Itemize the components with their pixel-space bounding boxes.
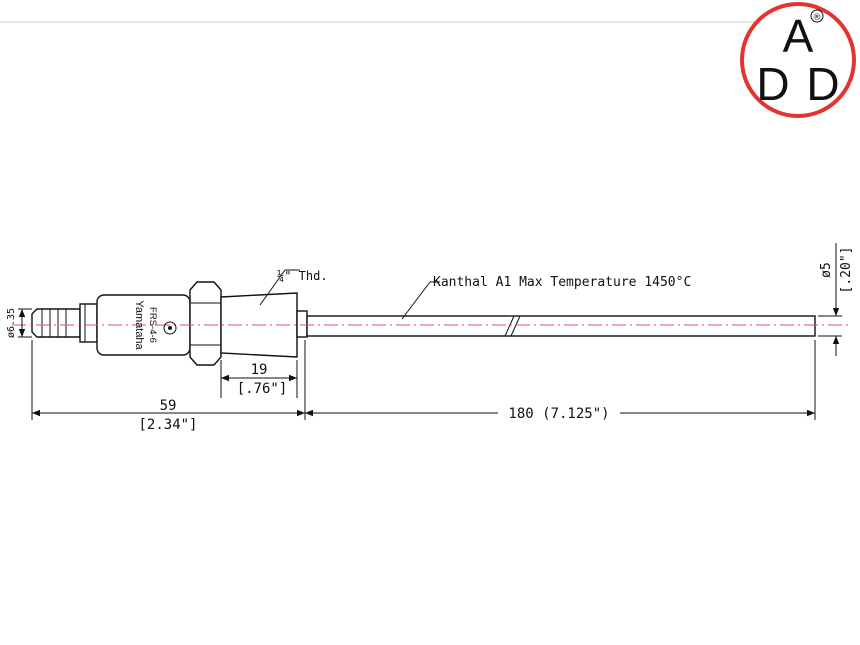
dimensions: ø6.35 ø5 [.20"] 19 [.76"] 59 [2.34"] 180… bbox=[6, 243, 854, 433]
thread-length: 19 bbox=[251, 362, 268, 378]
terminal-diameter: ø6.35 bbox=[6, 308, 17, 338]
fitting-label: Yamataha bbox=[133, 300, 145, 350]
add-logo: A D D ® bbox=[740, 2, 856, 118]
body-symbol bbox=[163, 321, 177, 335]
logo-letter-a: A bbox=[783, 10, 814, 62]
terminal-collar bbox=[79, 303, 98, 343]
break-mark bbox=[510, 315, 521, 337]
model-label: FRS-4-6 bbox=[147, 307, 158, 343]
thread-callout: ¼" Thd. bbox=[277, 269, 328, 283]
sheath-diameter: ø5 bbox=[819, 262, 834, 278]
registered-mark: ® bbox=[813, 13, 822, 23]
sheath bbox=[306, 315, 816, 337]
thermocouple-part: Yamataha FRS-4-6 bbox=[12, 281, 848, 366]
head-length: 59 bbox=[160, 398, 177, 414]
callouts: ¼" Thd. Kanthal A1 Max Temperature 1450°… bbox=[259, 269, 691, 320]
head-length-in: [2.34"] bbox=[138, 417, 197, 433]
break-mark bbox=[504, 315, 515, 337]
registered-mark-ring bbox=[810, 9, 824, 23]
logo-ring bbox=[740, 2, 856, 118]
hex-nut bbox=[189, 281, 222, 366]
logo-letter-d2: D bbox=[806, 58, 839, 110]
thread-length-in: [.76"] bbox=[237, 381, 288, 397]
element-callout: Kanthal A1 Max Temperature 1450°C bbox=[433, 275, 691, 290]
terminal-plug bbox=[31, 308, 81, 338]
logo-letter-d1: D bbox=[756, 58, 789, 110]
sheath-diameter-in: [.20"] bbox=[839, 247, 854, 294]
sheath-length: 180 (7.125") bbox=[508, 406, 609, 422]
thread-stub bbox=[296, 310, 308, 338]
